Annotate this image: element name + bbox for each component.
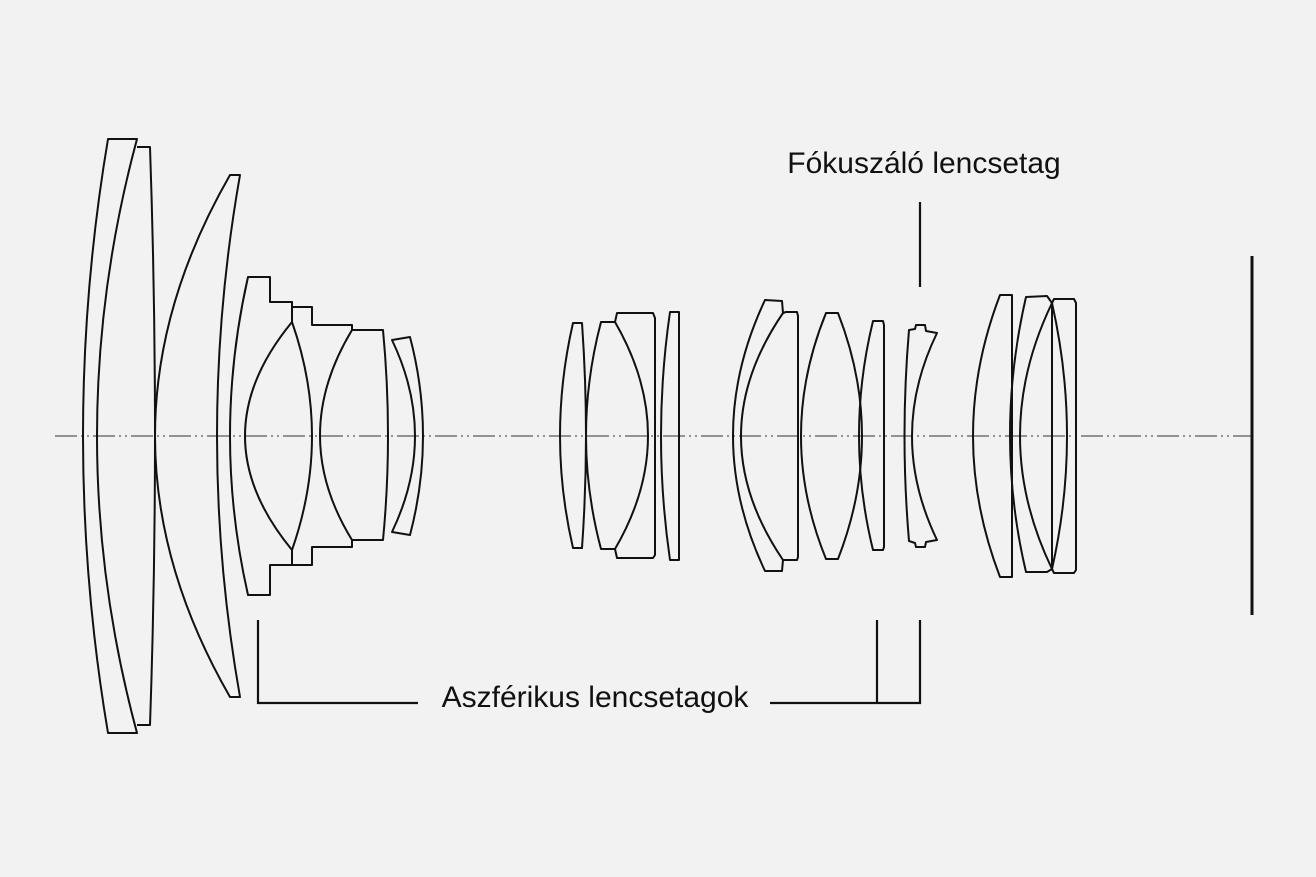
lens-element-17 bbox=[972, 294, 1013, 578]
lens-element-14 bbox=[800, 312, 863, 560]
lens-element-5 bbox=[291, 321, 313, 551]
lens-element-6-interface bbox=[319, 329, 353, 541]
lens-element-11 bbox=[660, 311, 680, 561]
lens-element-1 bbox=[82, 138, 138, 734]
rear-group bbox=[972, 294, 1077, 578]
lens-element-6 bbox=[291, 306, 389, 566]
aspherical-label: Aszférikus lencsetagok bbox=[442, 681, 750, 714]
aspherical-bracket-left bbox=[256, 620, 418, 705]
lens-element-19-interface bbox=[1051, 302, 1068, 570]
lens-element-3 bbox=[154, 174, 241, 698]
lens-element-18-interface bbox=[1019, 302, 1053, 570]
aspherical-bracket-right bbox=[770, 620, 922, 705]
focusing-lens-element bbox=[903, 324, 938, 548]
lens-element-7 bbox=[391, 336, 424, 536]
front-group bbox=[82, 138, 424, 734]
lens-element-10 bbox=[614, 312, 656, 559]
lens-element-18 bbox=[1009, 295, 1053, 573]
lens-element-19 bbox=[1051, 298, 1077, 574]
aspherical-callout: Aszférikus lencsetagok bbox=[256, 620, 922, 714]
lens-element-12 bbox=[732, 299, 784, 572]
middle-group bbox=[559, 299, 938, 572]
lens-element-8 bbox=[559, 322, 587, 549]
focusing-group-callout: Fókuszáló lencsetag bbox=[787, 147, 1061, 287]
lens-element-13 bbox=[782, 311, 799, 561]
lens-element-15 bbox=[858, 320, 885, 551]
focusing-group-label: Fókuszáló lencsetag bbox=[787, 147, 1061, 180]
